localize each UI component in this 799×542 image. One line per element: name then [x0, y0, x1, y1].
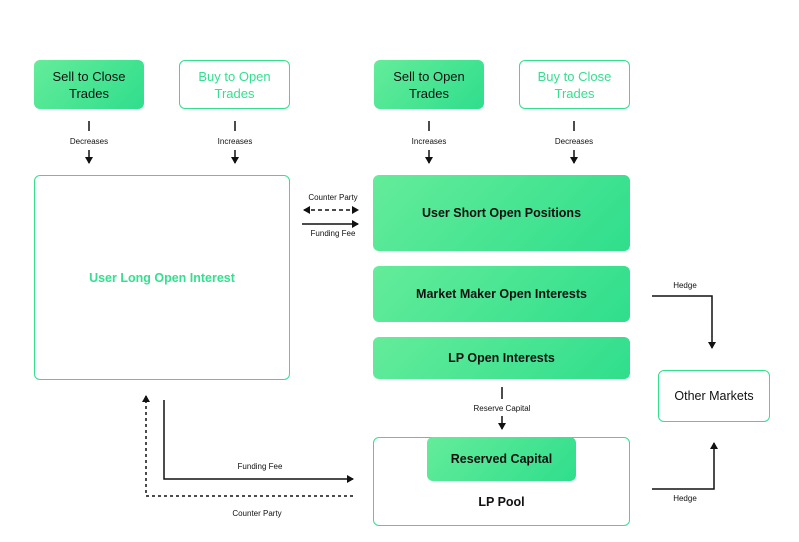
- hedge-arrow-bottom: [652, 442, 718, 490]
- funding-fee-label-top: Funding Fee: [310, 229, 356, 238]
- hedge-label-bottom: Hedge: [673, 494, 697, 503]
- increases-label-right: Increases: [411, 137, 447, 146]
- sell-to-open-trades-label: Sell to Open Trades: [393, 68, 465, 101]
- other-markets-box: Other Markets: [658, 370, 770, 422]
- sell-to-close-trades-box: Sell to Close Trades: [34, 60, 144, 109]
- reserve-capital-label: Reserve Capital: [473, 404, 531, 413]
- counter-party-label-top: Counter Party: [308, 193, 358, 202]
- counter-party-arrow-bottom: [142, 395, 353, 497]
- user-short-open-positions-label: User Short Open Positions: [421, 206, 582, 220]
- increases-label-left: Increases: [217, 137, 253, 146]
- buy-to-close-trades-label: Buy to Close Trades: [537, 68, 612, 101]
- reserved-capital-box: Reserved Capital: [427, 437, 576, 481]
- funding-fee-label-bottom: Funding Fee: [237, 462, 283, 471]
- decreases-label-left: Decreases: [69, 137, 109, 146]
- lp-pool-label: LP Pool: [478, 495, 525, 509]
- counter-party-label-bottom: Counter Party: [232, 509, 282, 518]
- decreases-label-right: Decreases: [554, 137, 594, 146]
- user-short-open-positions-box: User Short Open Positions: [373, 175, 630, 251]
- hedge-arrow-top: [652, 295, 716, 349]
- buy-to-open-trades-box: Buy to Open Trades: [179, 60, 290, 109]
- reserved-capital-label: Reserved Capital: [450, 452, 553, 466]
- market-maker-open-interests-label: Market Maker Open Interests: [416, 287, 587, 301]
- lp-open-interests-box: LP Open Interests: [373, 337, 630, 379]
- other-markets-label: Other Markets: [674, 389, 754, 403]
- lp-open-interests-label: LP Open Interests: [448, 351, 555, 365]
- market-maker-open-interests-box: Market Maker Open Interests: [373, 266, 630, 322]
- sell-to-close-trades-label: Sell to Close Trades: [52, 68, 126, 101]
- funding-fee-arrow-bottom: [163, 400, 354, 483]
- sell-to-open-trades-box: Sell to Open Trades: [374, 60, 484, 109]
- user-long-open-interest-label: User Long Open Interest: [89, 270, 235, 285]
- buy-to-close-trades-box: Buy to Close Trades: [519, 60, 630, 109]
- user-long-open-interest-box: User Long Open Interest: [34, 175, 290, 380]
- hedge-label-top: Hedge: [673, 281, 697, 290]
- buy-to-open-trades-label: Buy to Open Trades: [198, 68, 271, 101]
